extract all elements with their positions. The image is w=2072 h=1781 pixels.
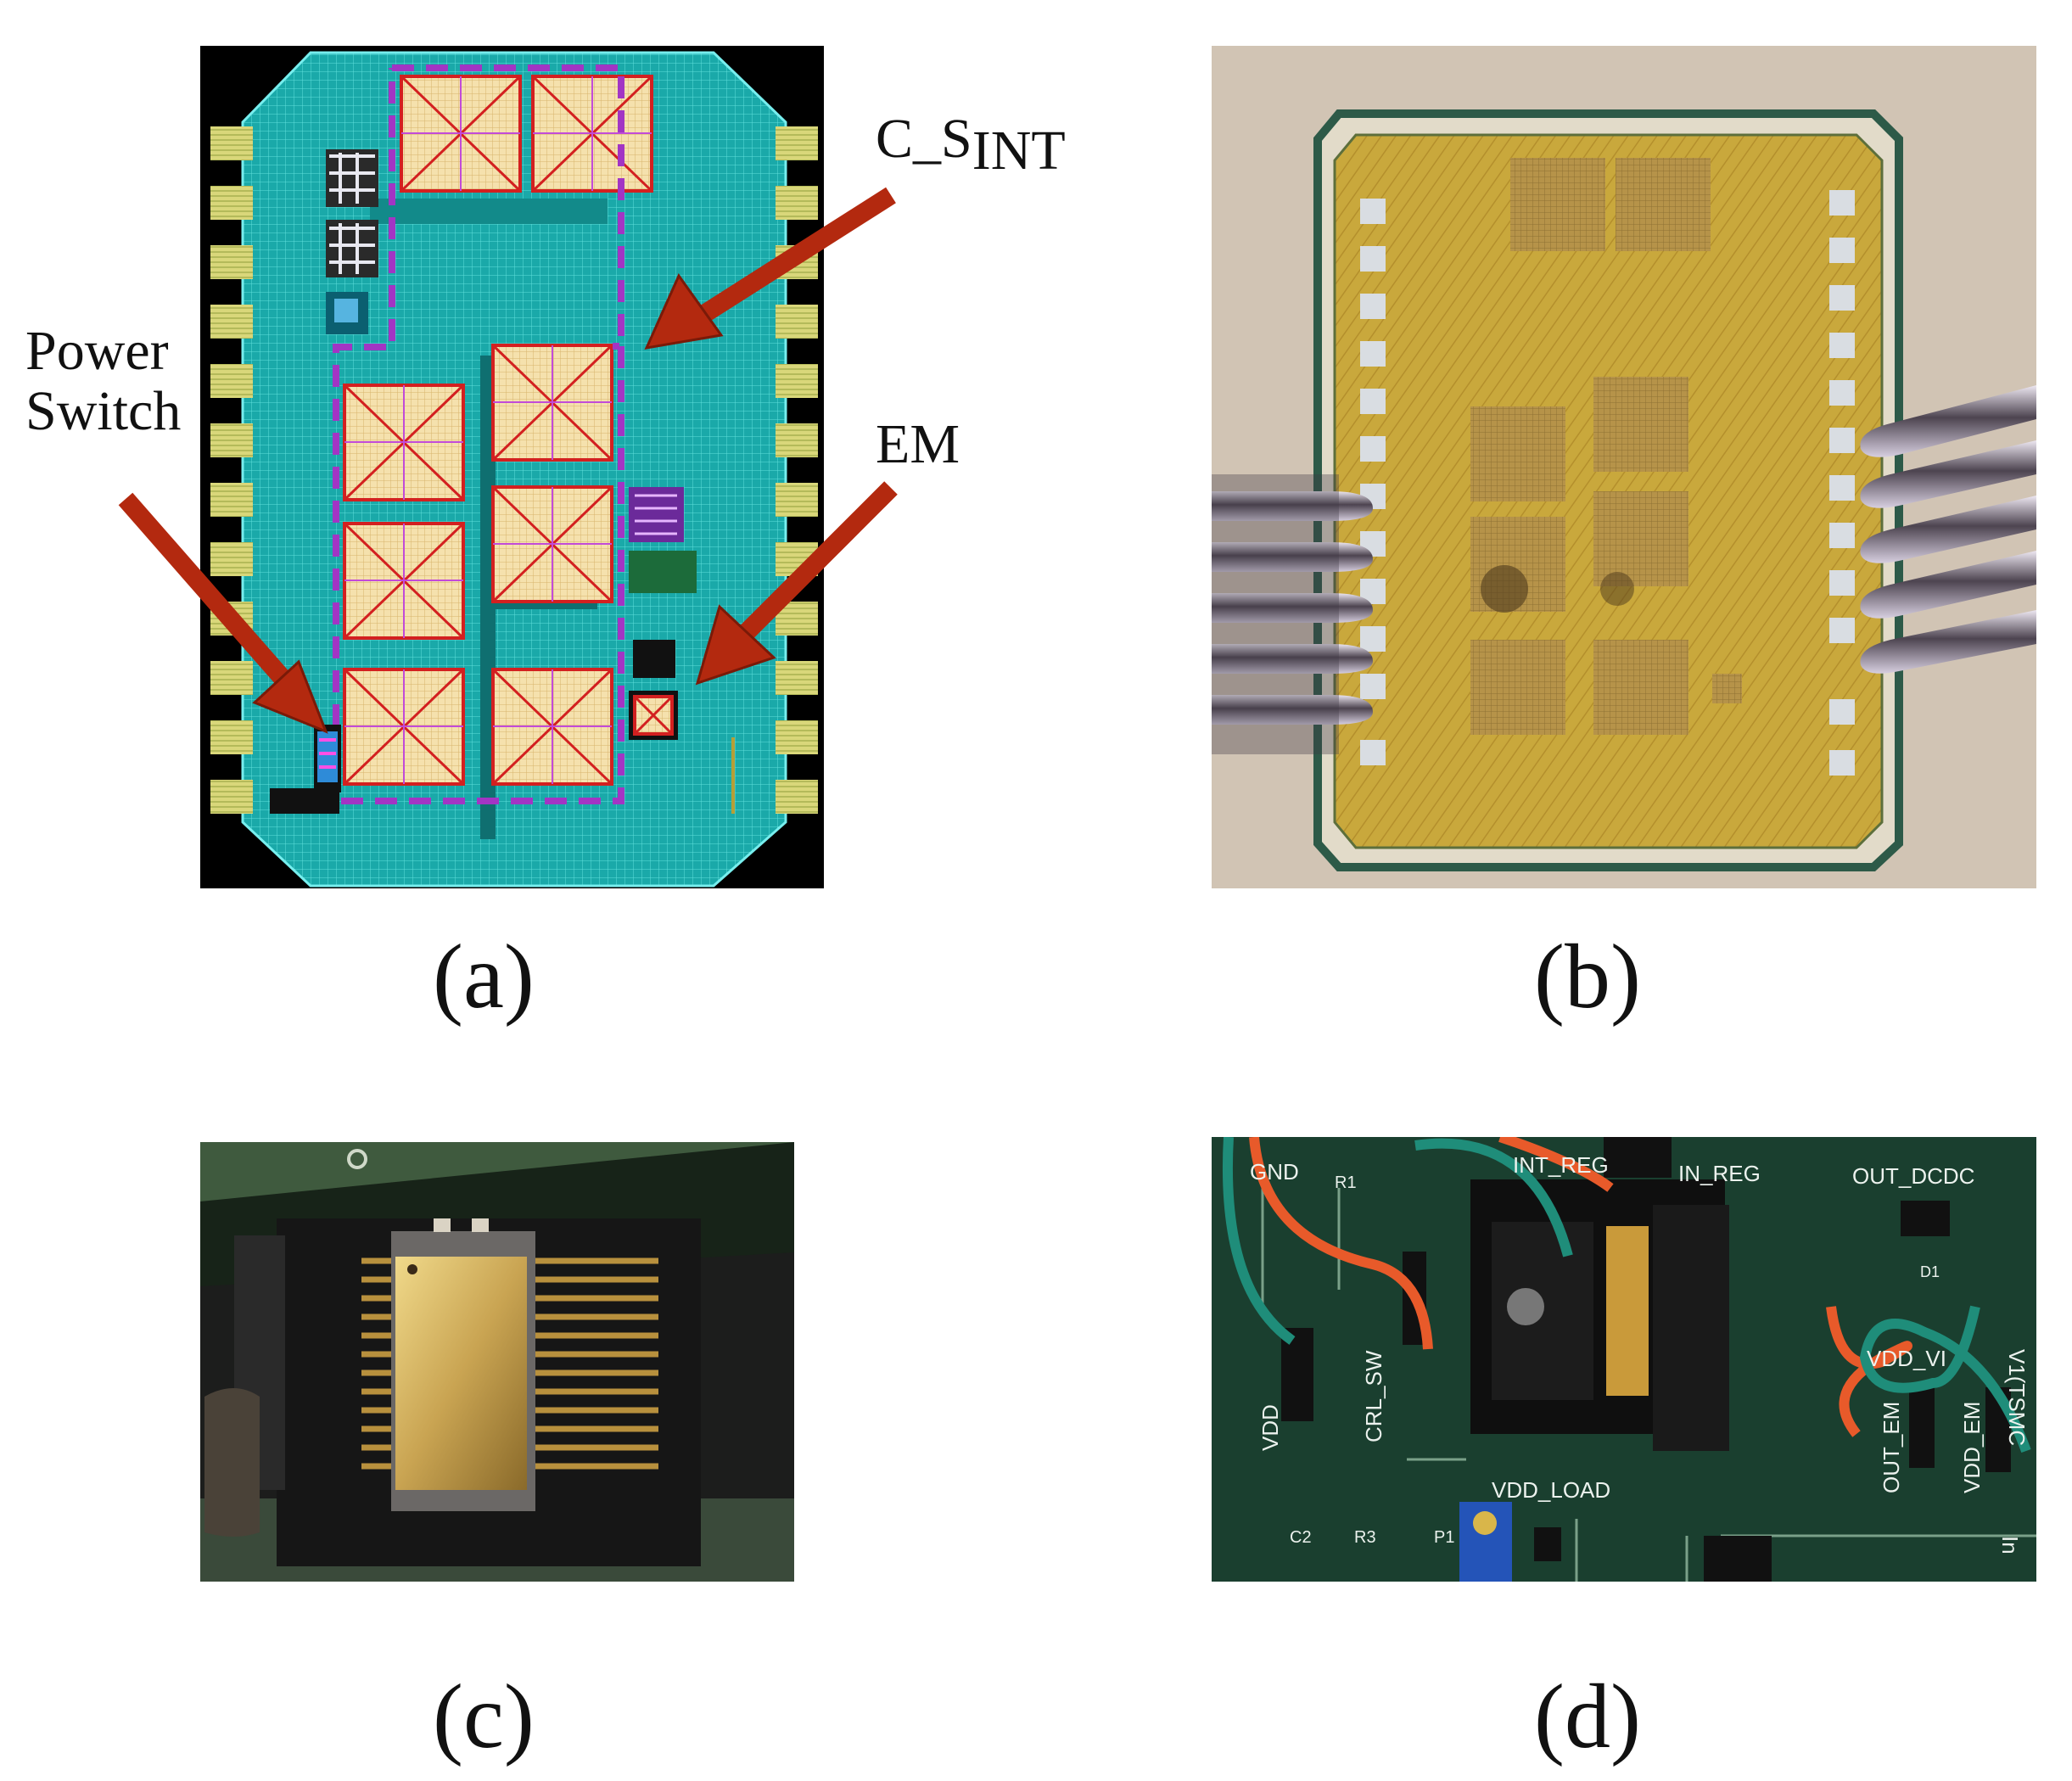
c-sint-label-prefix: C_S xyxy=(876,108,972,170)
die-photo-panel xyxy=(1212,46,2036,888)
socket-photo-drawing xyxy=(200,1142,794,1582)
die-pads-left xyxy=(1360,199,1386,765)
socket-photo-panel xyxy=(200,1142,794,1582)
c-sint-label: C_SINT xyxy=(876,109,1066,181)
probe-needles-right xyxy=(1860,385,2036,674)
caption-c: (c) xyxy=(433,1666,535,1767)
chip-layout-panel xyxy=(200,46,824,888)
die-pads-right xyxy=(1829,190,1855,776)
caption-a: (a) xyxy=(433,927,535,1028)
socket-pins xyxy=(361,1257,658,1470)
label-tsmc: V1(TSMC xyxy=(2004,1349,2030,1446)
label-vdd-load: VDD_LOAD xyxy=(1492,1477,1610,1503)
test-board-drawing: GND R1 INT_REG IN_REG OUT_DCDC D1 VDD CR… xyxy=(1212,1137,2036,1582)
label-vdd: VDD xyxy=(1257,1404,1283,1451)
die-photo-drawing xyxy=(1212,46,2036,888)
label-out-dcdc: OUT_DCDC xyxy=(1852,1163,1974,1189)
label-out-em: OUT_EM xyxy=(1879,1402,1904,1493)
probe-needles-left xyxy=(1212,474,1373,754)
label-c2: C2 xyxy=(1290,1528,1312,1547)
c-sint-label-subscript: INT xyxy=(972,120,1066,182)
chip-layout-drawing xyxy=(210,51,818,888)
label-in: In xyxy=(1997,1536,2023,1554)
label-p1: P1 xyxy=(1434,1528,1454,1547)
label-vdd-vi: VDD_VI xyxy=(1867,1346,1946,1371)
label-crl-sw: CRL_SW xyxy=(1361,1350,1386,1442)
em-label: EM xyxy=(876,413,960,475)
label-r1: R1 xyxy=(1335,1173,1357,1192)
caption-b: (b) xyxy=(1534,927,1641,1028)
label-gnd: GND xyxy=(1250,1159,1299,1185)
test-board-panel: GND R1 INT_REG IN_REG OUT_DCDC D1 VDD CR… xyxy=(1212,1137,2036,1582)
power-switch-label-line2: Switch xyxy=(25,380,182,443)
label-r3: R3 xyxy=(1354,1528,1376,1547)
label-in-reg: IN_REG xyxy=(1678,1161,1761,1186)
power-switch-label-line1: Power xyxy=(25,320,169,382)
label-int-reg: INT_REG xyxy=(1513,1152,1609,1178)
label-vdd-em: VDD_EM xyxy=(1959,1402,1985,1493)
power-switch-label: Power Switch xyxy=(25,321,181,442)
label-d1: D1 xyxy=(1920,1263,1940,1280)
capacitor-arrays xyxy=(343,75,653,786)
caption-d: (d) xyxy=(1534,1666,1641,1767)
